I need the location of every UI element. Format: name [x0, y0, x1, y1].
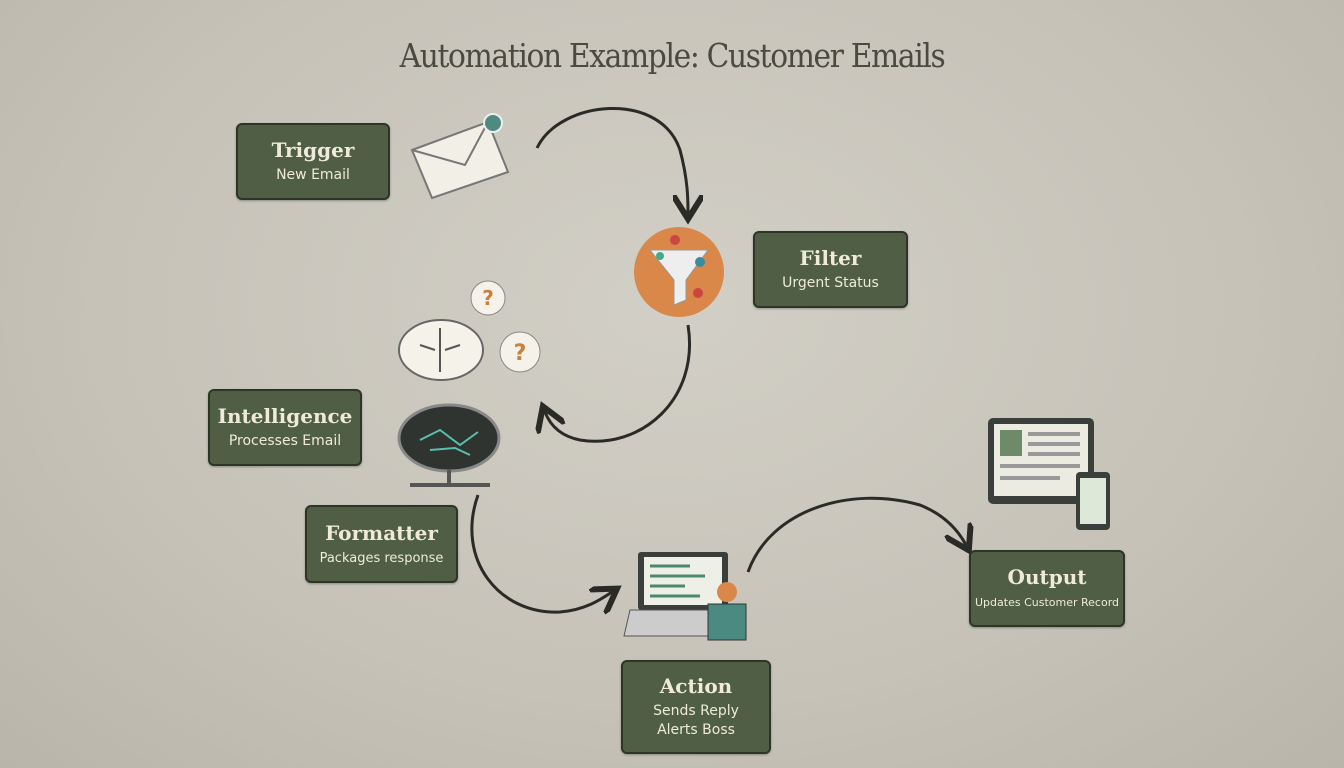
- node-subtitle: Sends Reply: [653, 703, 739, 719]
- node-output[interactable]: Output Updates Customer Record: [969, 550, 1125, 627]
- node-subtitle: Urgent Status: [782, 275, 879, 291]
- node-trigger[interactable]: Trigger New Email: [236, 123, 390, 200]
- svg-text:?: ?: [482, 286, 494, 310]
- funnel-icon: [634, 227, 724, 317]
- node-intelligence[interactable]: Intelligence Processes Email: [208, 389, 362, 466]
- question-bubble-icon: ?: [470, 280, 506, 316]
- node-title: Filter: [799, 246, 862, 270]
- arrow-trigger-filter: [535, 106, 688, 213]
- node-subtitle: Processes Email: [228, 433, 342, 449]
- arrow-filter-intelligence: [545, 324, 691, 443]
- node-subtitle: Packages response: [319, 550, 444, 566]
- monitor-phone-icon: [988, 418, 1110, 530]
- arrow-formatter-action: [470, 494, 612, 612]
- node-subtitle: New Email: [276, 167, 350, 183]
- svg-text:?: ?: [514, 341, 527, 366]
- node-title: Action: [659, 674, 733, 698]
- brain-icon: [398, 319, 484, 381]
- node-title: Intelligence: [217, 404, 353, 428]
- laptop-icon: [623, 552, 747, 641]
- node-action[interactable]: Action Sends Reply Alerts Boss: [621, 660, 771, 754]
- arrow-action-output: [746, 496, 966, 573]
- node-formatter[interactable]: Formatter Packages response: [305, 505, 458, 583]
- node-subtitle: Updates Customer Record: [975, 596, 1119, 609]
- node-title: Output: [1007, 565, 1087, 589]
- node-filter[interactable]: Filter Urgent Status: [753, 231, 908, 308]
- page-title: Automation Example: Customer Emails: [399, 36, 946, 75]
- envelope-icon: [410, 113, 510, 200]
- node-title: Formatter: [325, 520, 438, 545]
- node-title: Trigger: [271, 138, 355, 162]
- node-subtitle: Alerts Boss: [657, 722, 735, 738]
- circuit-chip-icon: [397, 403, 501, 487]
- question-bubble-icon: ?: [499, 331, 541, 373]
